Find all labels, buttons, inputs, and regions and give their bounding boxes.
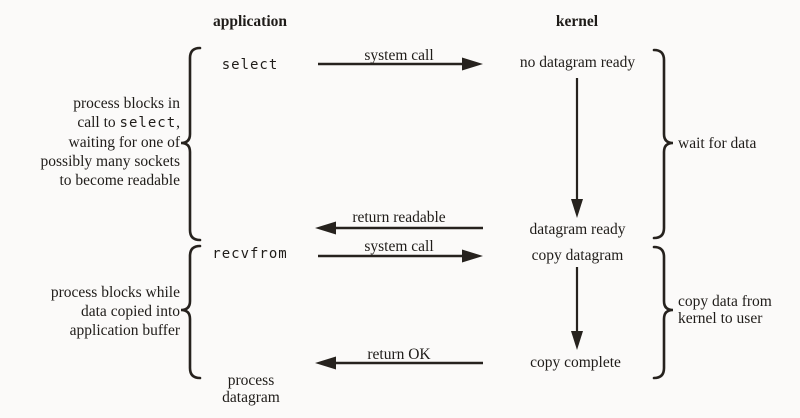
column-header-kernel: kernel <box>555 13 599 30</box>
column-header-application: application <box>212 13 288 30</box>
left-note2-line2: data copied into <box>81 303 180 320</box>
no-datagram-ready-label: no datagram ready <box>519 54 636 71</box>
left-note1-line4: possibly many sockets <box>40 153 181 170</box>
return-readable-label: return readable <box>352 209 446 226</box>
copy-datagram-label: copy datagram <box>531 247 624 264</box>
left-note1-line1: process blocks in <box>73 95 180 112</box>
left-note-recvfrom-blocking: process blocks while data copied into ap… <box>28 283 180 340</box>
process-datagram-line1: process <box>227 372 275 389</box>
wait-for-data-label: wait for data <box>678 135 757 152</box>
arrow-system-call-1 <box>318 57 483 71</box>
left-brace-recvfrom-block <box>180 244 202 380</box>
left-note2-line1: process blocks while <box>50 284 180 301</box>
left-note1-line3: waiting for one of <box>68 134 180 151</box>
left-note-select-blocking: process blocks in call to select, waitin… <box>28 94 181 190</box>
arrow-return-ok <box>315 356 483 370</box>
copy-data-note: copy data from kernel to user <box>678 293 772 327</box>
copy-data-line1: copy data from <box>678 293 772 310</box>
left-note1-line2: call to select, <box>77 114 180 131</box>
return-ok-label: return OK <box>367 346 431 363</box>
copy-complete-label: copy complete <box>530 354 621 371</box>
select-code-inline: select <box>119 115 177 131</box>
left-note2-line3: application buffer <box>69 322 180 339</box>
arrow-return-readable <box>315 221 483 235</box>
right-brace-wait-for-data <box>652 48 674 240</box>
arrow-copy-duration <box>571 267 583 350</box>
select-call-label: select <box>221 57 279 73</box>
datagram-ready-label: datagram ready <box>529 221 626 238</box>
arrow-system-call-2 <box>318 249 483 263</box>
right-brace-copy-data <box>652 245 674 380</box>
process-datagram-label: process datagram <box>201 372 301 406</box>
process-datagram-line2: datagram <box>222 389 280 406</box>
system-call-2-label: system call <box>364 238 434 255</box>
arrow-wait-for-data <box>571 78 583 218</box>
copy-data-line2: kernel to user <box>678 310 763 327</box>
recvfrom-call-label: recvfrom <box>212 246 288 262</box>
system-call-1-label: system call <box>364 47 434 64</box>
left-brace-select-block <box>180 46 202 242</box>
left-note1-line5: to become readable <box>59 172 181 189</box>
